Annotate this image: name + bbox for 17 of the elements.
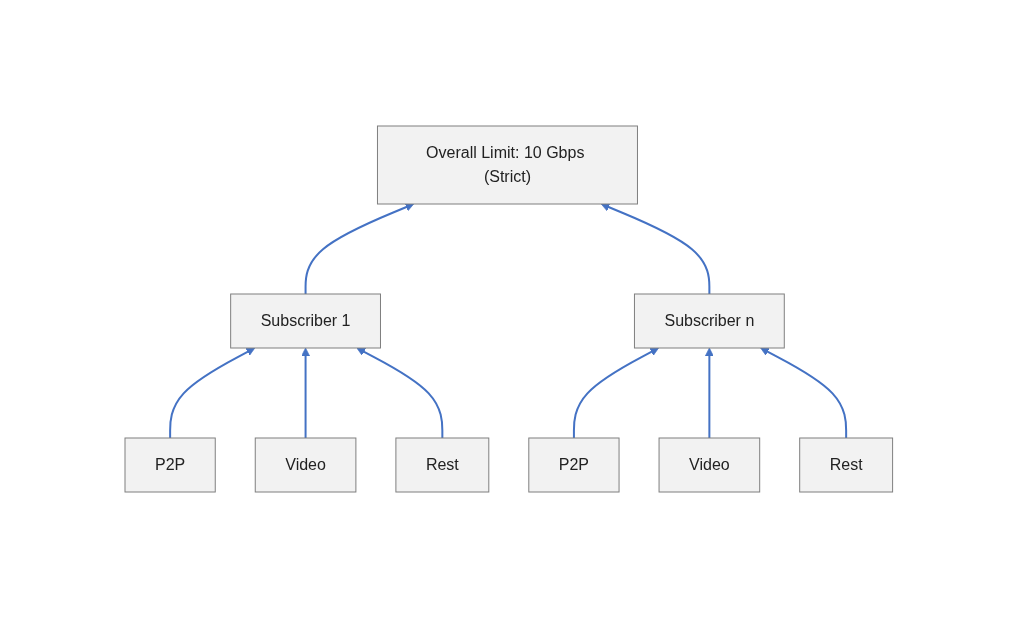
arrow	[600, 202, 711, 295]
node-box: Rest	[395, 437, 489, 492]
arrow	[304, 202, 414, 295]
node-box: Rest	[798, 437, 893, 492]
arrow	[704, 347, 714, 439]
node-box: Subscriber 1	[229, 293, 381, 348]
arrow	[572, 347, 659, 439]
arrow	[300, 347, 310, 439]
node-box: P2P	[124, 437, 216, 492]
node-box: Overall Limit: 10 Gbps (Strict)	[376, 125, 638, 204]
arrow	[168, 347, 255, 439]
node-box: P2P	[528, 437, 620, 492]
node-box: Video	[658, 437, 760, 492]
arrow	[759, 347, 847, 439]
node-box: Video	[254, 437, 357, 492]
arrow	[356, 347, 444, 439]
node-box: Subscriber n	[633, 293, 785, 348]
